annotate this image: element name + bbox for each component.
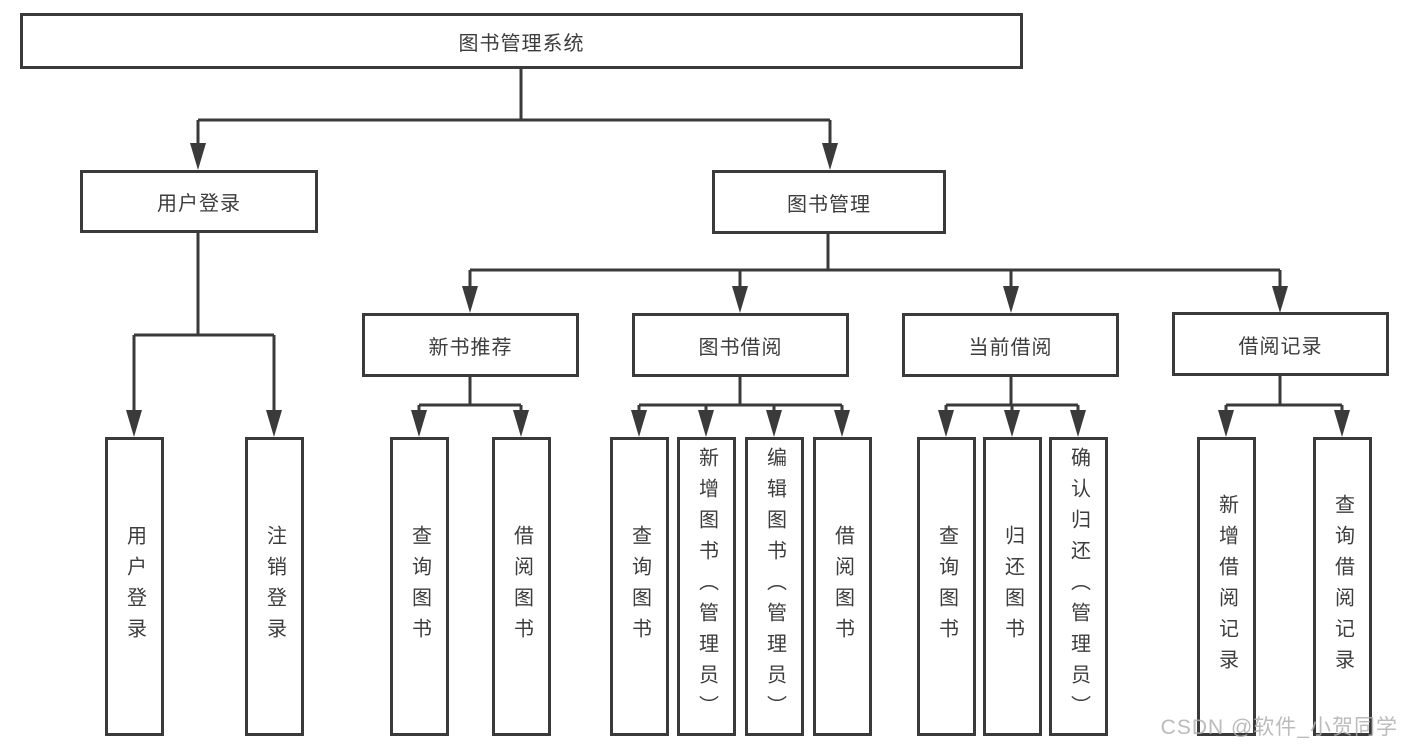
leaf-user-login: 用户登录 [105,437,164,736]
node-label: 新增图书（管理员） [695,447,718,726]
node-label: 图书借阅 [698,336,783,359]
csdn-watermark: CSDN @软件_小贺同学 [1160,716,1398,739]
node-label: 图书管理 [787,193,871,216]
leaf-borrow-books: 借阅图书 [492,437,551,736]
node-user-login: 用户登录 [80,170,318,233]
leaf-edit-books-admin: 编辑图书（管理员） [745,437,804,736]
node-label: 查询图书 [628,524,651,649]
node-borrowing-records: 借阅记录 [1172,312,1389,376]
node-label: 查询图书 [408,524,431,649]
leaf-add-borrow-record: 新增借阅记录 [1197,437,1256,736]
node-label: 新增借阅记录 [1215,493,1238,680]
node-label: 用户登录 [157,193,241,215]
node-library-management-system: 图书管理系统 [20,13,1023,69]
leaf-query-books-2: 查询图书 [610,437,669,736]
arrowheads [126,143,1350,437]
node-label: 归还图书 [1001,524,1024,649]
node-label: 确认归还（管理员） [1067,447,1090,726]
node-label: 查询图书 [935,524,958,649]
node-new-book-recommend: 新书推荐 [362,313,579,377]
node-book-management: 图书管理 [712,170,946,234]
node-label: 用户登录 [123,524,146,649]
leaf-return-books: 归还图书 [983,437,1042,736]
leaf-query-books: 查询图书 [390,437,449,736]
node-label: 借阅图书 [510,524,533,649]
node-book-borrowing: 图书借阅 [632,313,849,377]
leaf-confirm-return-admin: 确认归还（管理员） [1049,437,1108,736]
node-label: 编辑图书（管理员） [763,447,786,726]
leaf-query-borrow-record: 查询借阅记录 [1313,437,1372,736]
leaf-query-books-3: 查询图书 [917,437,976,736]
node-label: 借阅图书 [831,524,854,649]
node-label: 注销登录 [263,524,286,649]
edge-paths [132,68,1344,414]
node-label: 查询借阅记录 [1331,493,1354,680]
node-label: 图书管理系统 [458,32,585,55]
node-label: 当前借阅 [968,336,1053,359]
leaf-borrow-books-2: 借阅图书 [813,437,872,736]
node-label: 借阅记录 [1238,335,1323,358]
node-current-borrowing: 当前借阅 [902,313,1119,377]
leaf-logout: 注销登录 [245,437,304,736]
leaf-add-books-admin: 新增图书（管理员） [677,437,736,736]
node-label: 新书推荐 [428,336,513,359]
